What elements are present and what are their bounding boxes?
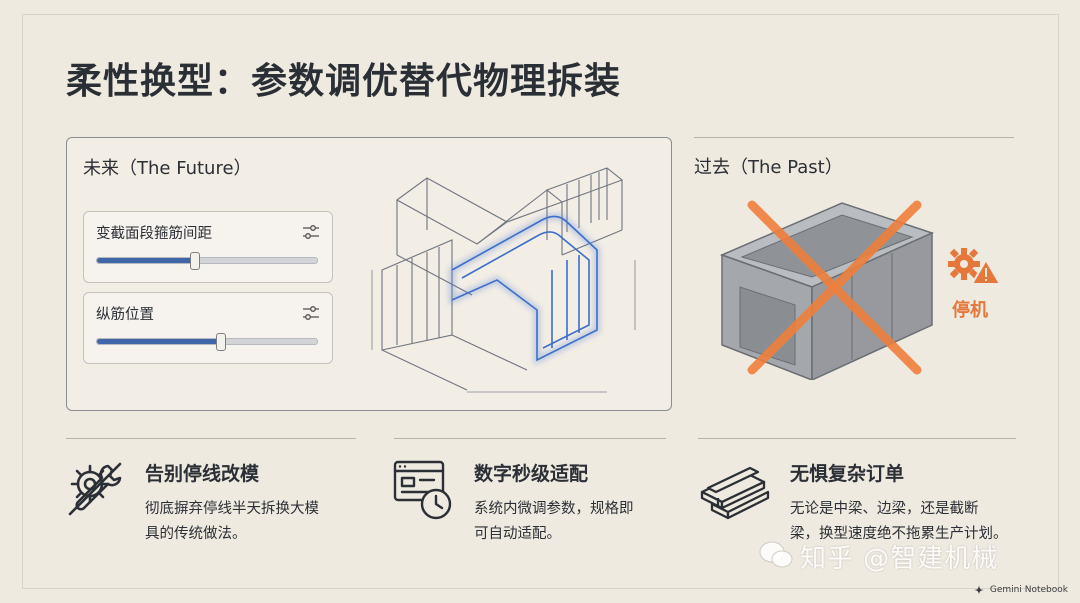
rebar-cage-drawing xyxy=(371,167,636,393)
stirrup-spacing-slider-card: 变截面段箍筋间距 xyxy=(83,211,333,283)
slider-label: 纵筋位置 xyxy=(96,307,154,323)
slider-label: 变截面段箍筋间距 xyxy=(96,226,212,242)
divider xyxy=(694,137,1014,138)
wechat-icon xyxy=(759,541,793,568)
gear-warning-icon xyxy=(948,248,1002,285)
brand-label: Gemini Notebook xyxy=(989,585,1068,595)
divider xyxy=(66,438,356,439)
frame-line xyxy=(22,14,23,589)
screen-clock-icon xyxy=(393,460,452,520)
frame-line xyxy=(22,588,1059,589)
tools-crossed-icon xyxy=(68,462,122,516)
slider-fill xyxy=(97,339,221,344)
sliders-settings-icon[interactable] xyxy=(302,305,320,321)
feature-title: 告别停线改模 xyxy=(145,463,260,485)
watermark: 知乎 @智建机械 xyxy=(800,544,999,574)
longitudinal-rebar-slider-card: 纵筋位置 xyxy=(83,292,333,364)
divider xyxy=(698,438,1016,439)
page-title: 柔性换型：参数调优替代物理拆装 xyxy=(66,61,622,102)
old-mold-drawing xyxy=(719,200,935,380)
future-panel: 未来（The Future） 变截面段箍筋间距 纵筋位置 xyxy=(66,137,672,411)
stop-label: 停机 xyxy=(952,300,988,321)
sparkle-icon xyxy=(974,585,984,595)
feature-desc: 无论是中梁、边梁，还是截断 梁，换型速度绝不拖累生产计划。 xyxy=(790,501,1008,542)
feature-title: 无惧复杂订单 xyxy=(790,463,905,485)
stirrup-spacing-slider[interactable] xyxy=(96,252,318,270)
feature-desc: 彻底摒弃停线半天拆换大模 具的传统做法。 xyxy=(145,501,319,542)
past-heading: 过去（The Past） xyxy=(694,157,843,178)
longitudinal-rebar-slider[interactable] xyxy=(96,333,318,351)
sliders-settings-icon[interactable] xyxy=(302,224,320,240)
slider-thumb[interactable] xyxy=(189,252,200,270)
divider xyxy=(394,438,666,439)
future-heading: 未来（The Future） xyxy=(83,158,252,179)
frame-line xyxy=(1058,14,1059,589)
feature-title: 数字秒级适配 xyxy=(474,463,589,485)
slider-thumb[interactable] xyxy=(216,333,227,351)
slider-fill xyxy=(97,258,194,263)
feature-desc: 系统内微调参数，规格即 可自动适配。 xyxy=(474,501,634,542)
frame-line xyxy=(22,14,1059,15)
steel-beam-icon xyxy=(700,466,770,520)
